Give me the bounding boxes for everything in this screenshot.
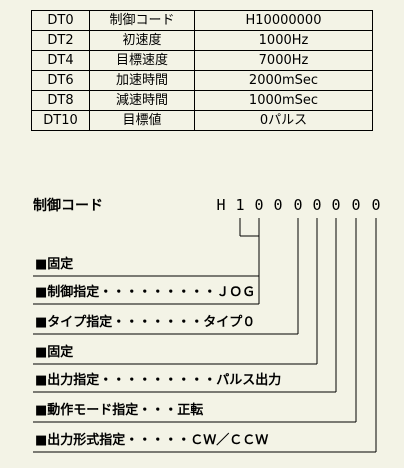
code-digit: 0: [254, 196, 263, 214]
code-digit: 1: [235, 196, 244, 214]
bit-label: ■固定: [35, 344, 73, 360]
value-cell: 7000Hz: [194, 50, 373, 71]
bit-labels: ■固定 ■制御指定・・・・・・・・・ＪＯＧ ■タイプ指定・・・・・・・タイプ０ ■固定…: [35, 256, 281, 448]
code-digit: 0: [371, 196, 380, 214]
bit-lines: [33, 218, 377, 453]
bit-label: ■制御指定・・・・・・・・・ＪＯＧ: [35, 284, 255, 300]
value-cell: 0パルス: [194, 110, 373, 131]
code-digit: 0: [351, 196, 360, 214]
parameter-name-cell: 減速時間: [89, 90, 195, 111]
parameter-name-cell: 目標値: [89, 110, 195, 131]
bit-label: ■動作モード指定・・・正転: [35, 402, 203, 418]
parameter-name-cell: 初速度: [89, 30, 195, 51]
code-digit: 0: [293, 196, 302, 214]
bit-label: ■出力指定・・・・・・・・・パルス出力: [35, 372, 281, 388]
hex-prefix: H: [216, 196, 225, 214]
code-digit: 0: [273, 196, 282, 214]
bit-label: ■タイプ指定・・・・・・・タイプ０: [35, 314, 255, 330]
code-digit: 0: [312, 196, 321, 214]
bit-label: ■出力形式指定・・・・・ＣＷ／ＣＣＷ: [35, 432, 268, 448]
bit-label: ■固定: [35, 256, 73, 272]
control-code-title: 制御コード: [33, 197, 103, 214]
code-digit: 0: [331, 196, 340, 214]
register-cell: DT6: [31, 70, 90, 91]
register-cell: DT8: [31, 90, 90, 111]
register-cell: DT10: [31, 110, 90, 131]
